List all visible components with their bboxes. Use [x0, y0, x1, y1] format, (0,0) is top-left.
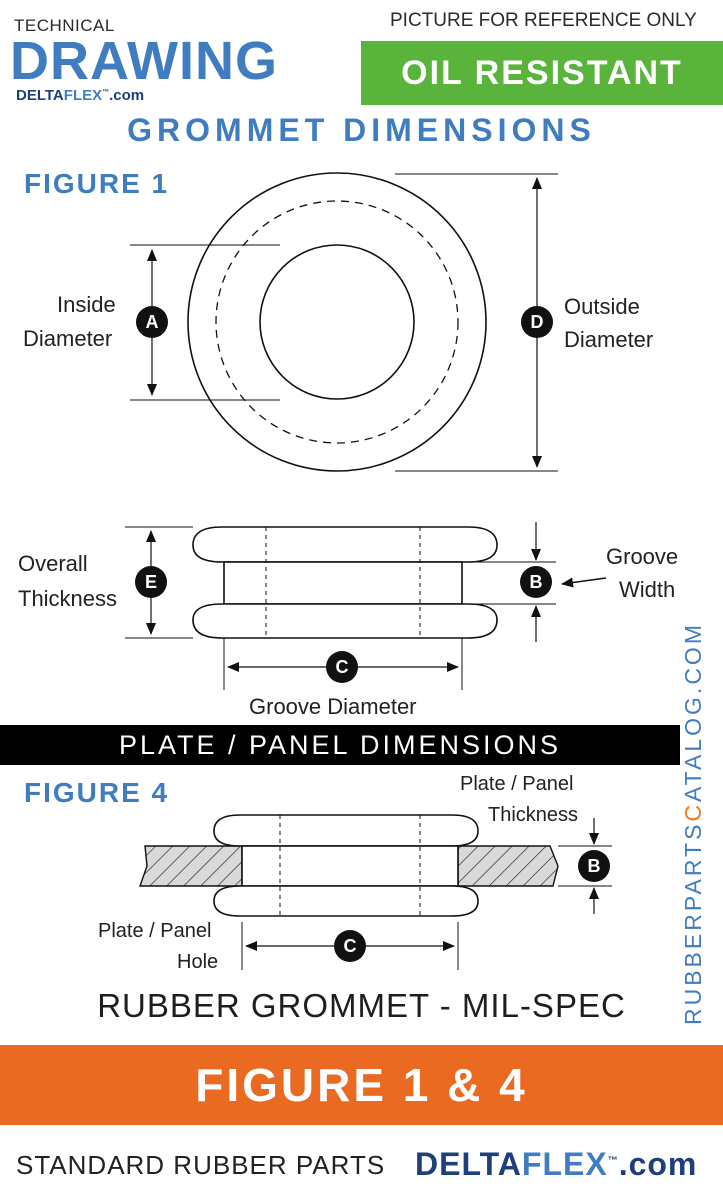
groove-body — [223, 561, 463, 605]
brand-suffix: .com — [109, 87, 145, 104]
brand-part1: DELTA — [16, 87, 64, 104]
brand-tm: ™ — [607, 1155, 619, 1167]
groove-width-label-line2: Width — [619, 577, 676, 602]
figure1-label: FIGURE 1 — [24, 168, 170, 199]
brand-tm: ™ — [102, 89, 110, 96]
brand-suffix: .com — [618, 1146, 698, 1182]
marker-a-letter: A — [146, 312, 159, 332]
plate-hole-label-line2: Hole — [177, 951, 219, 973]
marker-d-letter: D — [531, 312, 544, 332]
groove-circle-dashed — [215, 200, 459, 444]
inside-diameter-label-line1: Inside — [57, 292, 116, 317]
inner-circle — [259, 244, 415, 400]
lower-flange — [192, 603, 498, 639]
drawing-heading: DRAWING — [10, 31, 278, 91]
pointer-arrow — [561, 577, 607, 588]
groove-body — [241, 845, 459, 887]
marker-c-letter: C — [344, 936, 357, 956]
upper-flange — [213, 814, 479, 847]
marker-c: C — [326, 651, 358, 683]
marker-e-letter: E — [145, 572, 157, 592]
oil-resistant-badge: OIL RESISTANT — [361, 41, 723, 105]
brand-logo-small: DELTAFLEX™.com — [16, 87, 144, 104]
section-title: GROMMET DIMENSIONS — [127, 112, 596, 148]
outside-diameter-label-line1: Outside — [564, 294, 640, 319]
outside-diameter-label-line2: Diameter — [564, 327, 654, 352]
plate-panel-dimensions-bar: PLATE / PANEL DIMENSIONS — [0, 725, 680, 765]
brand-logo-footer: DELTAFLEX™.com — [415, 1146, 697, 1183]
grommet-in-panel — [139, 814, 612, 970]
brand-part1: DELTA — [415, 1146, 522, 1182]
side-url-text: RUBBERPARTSCATALOG.COM — [680, 615, 707, 1025]
standard-parts-text: STANDARD RUBBER PARTS — [16, 1150, 386, 1180]
marker-e: E — [135, 566, 167, 598]
panel-right — [457, 845, 559, 887]
outer-circle — [187, 172, 487, 472]
marker-a: A — [136, 306, 168, 338]
grommet-top-view — [130, 172, 558, 472]
marker-b-letter: B — [530, 572, 543, 592]
groove-width-label-line1: Groove — [606, 544, 679, 569]
marker-c-fig4: C — [334, 930, 366, 962]
brand-part2: FLEX — [521, 1146, 608, 1182]
groove-diameter-label: Groove Diameter — [249, 694, 417, 719]
reference-note: PICTURE FOR REFERENCE ONLY — [390, 10, 697, 31]
marker-b: B — [520, 566, 552, 598]
plate-thickness-label-line2: Thickness — [488, 804, 579, 826]
marker-c-letter: C — [336, 657, 349, 677]
url-part3: ATALOG.COM — [680, 622, 706, 802]
caption: RUBBER GROMMET - MIL-SPEC — [97, 987, 626, 1024]
inside-diameter-label-line2: Diameter — [23, 326, 113, 351]
plate-thickness-label-line1: Plate / Panel — [460, 773, 574, 795]
marker-b-letter: B — [588, 856, 601, 876]
lower-flange — [213, 885, 479, 917]
grommet-side-view — [125, 522, 607, 690]
panel-left — [139, 845, 243, 887]
upper-flange — [192, 526, 498, 563]
figure4-label: FIGURE 4 — [24, 777, 170, 808]
overall-thickness-label-line2: Thickness — [18, 586, 118, 611]
overall-thickness-label-line1: Overall — [18, 551, 88, 576]
technical-label: TECHNICAL — [14, 16, 115, 35]
marker-d: D — [521, 306, 553, 338]
figure-band: FIGURE 1 & 4 — [0, 1045, 723, 1125]
plate-hole-label-line1: Plate / Panel — [98, 920, 212, 942]
brand-part2: FLEX — [63, 87, 103, 104]
marker-b-fig4: B — [578, 850, 610, 882]
url-part2: C — [680, 801, 706, 822]
